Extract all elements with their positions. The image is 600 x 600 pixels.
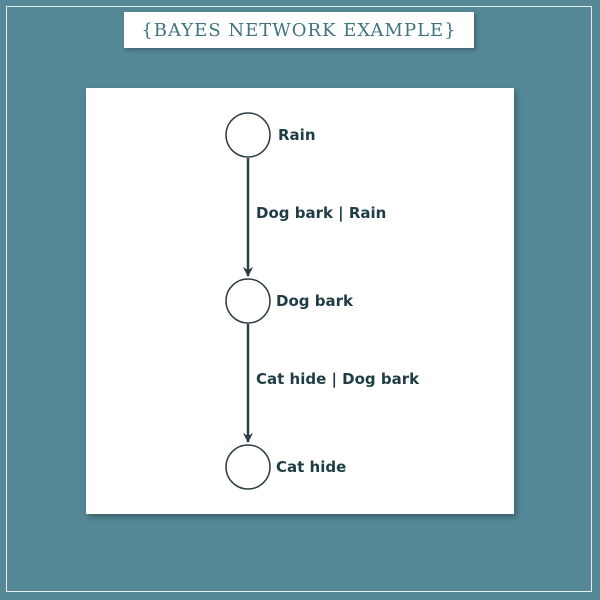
- edge-label-dog-bark-given-rain: Dog bark | Rain: [256, 204, 386, 223]
- edge-label-cat-hide-given-dog-bark: Cat hide | Dog bark: [256, 370, 420, 389]
- node-label-cat-hide: Cat hide: [276, 458, 346, 476]
- node-circle: [225, 278, 271, 324]
- edge-rain-to-dog-bark: Dog bark | Rain: [243, 158, 386, 277]
- node-dog-bark: Dog bark: [225, 278, 354, 324]
- edge-dog-bark-to-cat-hide: Cat hide | Dog bark: [243, 324, 420, 443]
- node-circle: [225, 112, 271, 158]
- node-label-dog-bark: Dog bark: [276, 292, 354, 310]
- node-rain: Rain: [225, 112, 316, 158]
- title-box: {BAYES NETWORK EXAMPLE}: [124, 12, 474, 48]
- node-label-rain: Rain: [278, 126, 316, 144]
- outer-frame: [6, 6, 592, 592]
- bayes-network-diagram: Dog bark | Rain Cat hide | Dog bark Rain…: [225, 112, 420, 490]
- diagram-title: {BAYES NETWORK EXAMPLE}: [141, 19, 457, 41]
- node-cat-hide: Cat hide: [225, 444, 346, 490]
- node-circle: [225, 444, 271, 490]
- diagram-canvas: Dog bark | Rain Cat hide | Dog bark Rain…: [86, 88, 514, 514]
